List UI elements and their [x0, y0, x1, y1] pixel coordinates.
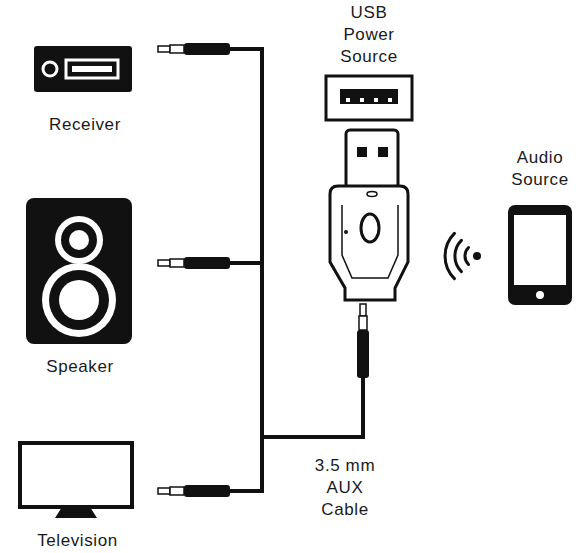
woofer-center	[59, 280, 99, 320]
signal-wave	[465, 248, 469, 265]
receiver-display	[66, 60, 118, 78]
device-node: USB Power Source	[330, 2, 408, 72]
phone-home-button	[536, 291, 544, 299]
receiver-knob	[43, 62, 57, 76]
speaker-cabinet	[26, 198, 132, 344]
usb-port-frame	[326, 76, 412, 120]
plug-sleeve	[359, 316, 367, 330]
adapter-trim	[342, 205, 398, 278]
tv-stand	[55, 507, 97, 518]
tweeter-cone	[61, 222, 97, 258]
usb-pin	[388, 98, 392, 102]
jack-plug	[158, 485, 230, 497]
plug-tip	[158, 488, 170, 494]
device-label: Speaker	[46, 356, 114, 378]
plug-tip	[360, 304, 366, 316]
device-label: Audio Source	[500, 147, 580, 191]
signal-dot	[473, 252, 481, 260]
tweeter-center	[69, 230, 89, 250]
jack-plug	[158, 43, 230, 55]
usb-pin	[360, 98, 364, 102]
receiver-body	[34, 46, 132, 92]
cable-trunk	[230, 49, 262, 491]
television-icon	[20, 443, 132, 518]
receiver-display-bar	[72, 66, 112, 72]
cable-branch	[230, 261, 262, 265]
cable-label: 3.5 mm AUX Cable	[302, 455, 388, 521]
plug-tip	[158, 46, 170, 52]
plug-mold	[184, 485, 230, 497]
jack-plug	[158, 257, 230, 269]
usb-pin	[374, 98, 378, 102]
receiver-icon	[34, 46, 132, 92]
plug-mold	[184, 43, 230, 55]
bluetooth-adapter	[330, 130, 408, 300]
tv-screen	[20, 443, 132, 507]
plug-sleeve	[170, 45, 184, 53]
cable-feed	[262, 378, 363, 437]
device-node: Television	[10, 436, 145, 552]
device-label: Television	[37, 530, 118, 552]
usb-plug	[346, 130, 398, 188]
wireless-signal	[445, 233, 481, 278]
phone-body	[508, 205, 572, 305]
adapter-mic	[344, 230, 348, 234]
phone-screen	[514, 215, 566, 285]
device-node: Speaker	[20, 192, 140, 378]
usb-port-slot	[340, 89, 398, 104]
speaker-icon	[26, 198, 132, 344]
usb-pin	[346, 98, 350, 102]
adapter-body	[330, 186, 408, 300]
device-node: Audio Source	[500, 147, 580, 197]
device-label: Receiver	[49, 114, 121, 136]
jack-plug	[357, 304, 369, 378]
plug-sleeve	[170, 487, 184, 495]
plug-tip	[158, 260, 170, 266]
plug-mold	[357, 330, 369, 378]
plug-mold	[184, 257, 230, 269]
device-label: USB Power Source	[330, 2, 408, 68]
signal-wave	[455, 240, 461, 271]
adapter-button	[361, 214, 379, 242]
woofer-cone	[49, 270, 109, 330]
plug-sleeve	[170, 259, 184, 267]
adapter-led	[367, 192, 377, 197]
usb-plug-hole	[357, 147, 367, 157]
usb-port-icon	[326, 76, 412, 120]
signal-wave	[445, 233, 454, 278]
usb-plug-hole	[378, 147, 388, 157]
tweeter-ring	[55, 216, 103, 264]
device-node: Receiver	[20, 40, 150, 136]
woofer-ring	[42, 263, 116, 337]
phone-icon	[508, 205, 572, 305]
